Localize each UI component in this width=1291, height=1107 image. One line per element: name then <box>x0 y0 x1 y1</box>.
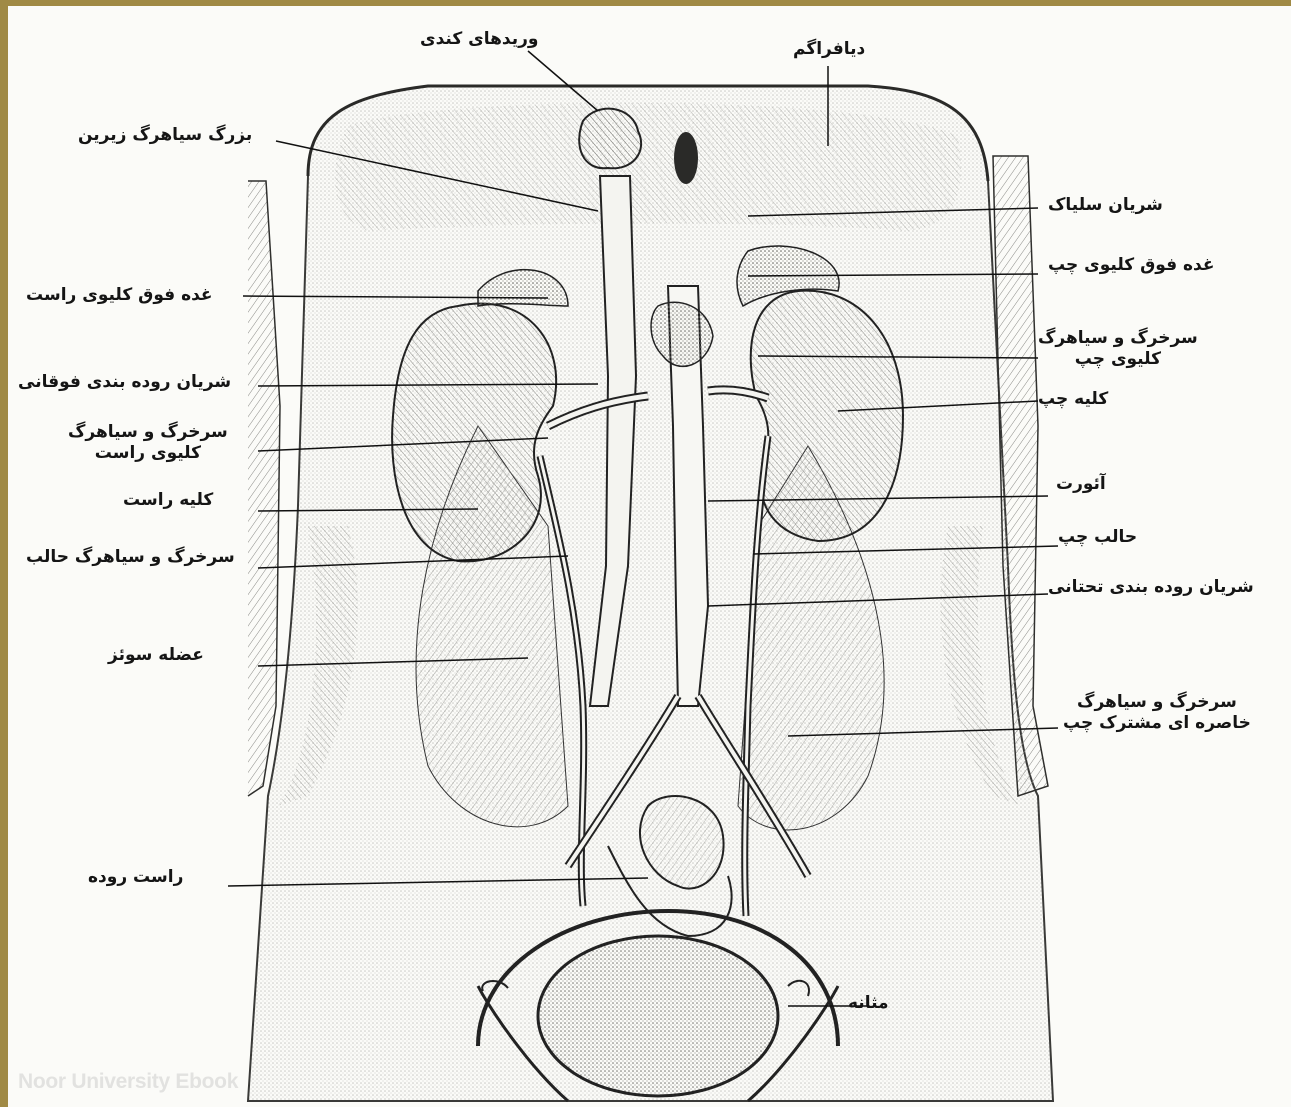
diaphragm <box>335 103 961 231</box>
label-left-kidney: کلیه چپ <box>1038 388 1108 410</box>
label-superior-mesenteric: شریان روده بندی فوقانی <box>18 371 231 393</box>
right-body-wall <box>248 181 280 796</box>
label-left-renal-vessels-line2: کلیوی چپ <box>1038 349 1198 370</box>
label-left-common-iliac: سرخرگ و سیاهرگ خاصره ای مشترک چپ <box>1063 692 1251 734</box>
label-right-kidney: کلیه راست <box>123 489 213 511</box>
label-celiac-artery: شریان سلیاک <box>1048 194 1163 216</box>
label-left-common-iliac-line1: سرخرگ و سیاهرگ <box>1063 692 1251 713</box>
label-inferior-mesenteric: شریان روده بندی تحتانی <box>1048 576 1254 598</box>
label-aorta: آئورت <box>1056 473 1106 495</box>
label-right-renal-vessels: سرخرگ و سیاهرگ کلیوی راست <box>68 422 228 464</box>
label-rectum: راست روده <box>88 866 183 888</box>
label-cavernous-veins: وریدهای کندی <box>420 28 538 50</box>
label-left-renal-vessels-line1: سرخرگ و سیاهرگ <box>1038 328 1198 349</box>
label-inferior-vena-cava: بزرگ سیاهرگ زیرین <box>78 124 252 146</box>
label-psoas-muscle: عضله سوئز <box>108 644 204 666</box>
diagram-page: وریدهای کندی ديافراگم بزرگ سیاهرگ زیرین … <box>8 6 1291 1107</box>
label-bladder: مثانه <box>848 992 889 1014</box>
label-diaphragm: ديافراگم <box>793 38 865 60</box>
bladder <box>538 936 778 1096</box>
watermark: Noor University Ebook <box>18 1070 238 1094</box>
label-left-ureter: حالب چپ <box>1058 526 1137 548</box>
esophagus-opening <box>674 132 698 184</box>
cavernous-vein-cut <box>579 109 641 169</box>
label-left-renal-vessels: سرخرگ و سیاهرگ کلیوی چپ <box>1038 328 1198 370</box>
label-right-adrenal: غده فوق کلیوی راست <box>26 284 213 306</box>
label-ureter-vessels: سرخرگ و سیاهرگ حالب <box>26 546 235 568</box>
label-right-renal-vessels-line2: کلیوی راست <box>68 443 228 464</box>
label-left-adrenal: غده فوق کلیوی چپ <box>1048 254 1214 276</box>
right-kidney <box>392 304 556 562</box>
label-left-common-iliac-line2: خاصره ای مشترک چپ <box>1063 713 1251 734</box>
label-right-renal-vessels-line1: سرخرگ و سیاهرگ <box>68 422 228 443</box>
